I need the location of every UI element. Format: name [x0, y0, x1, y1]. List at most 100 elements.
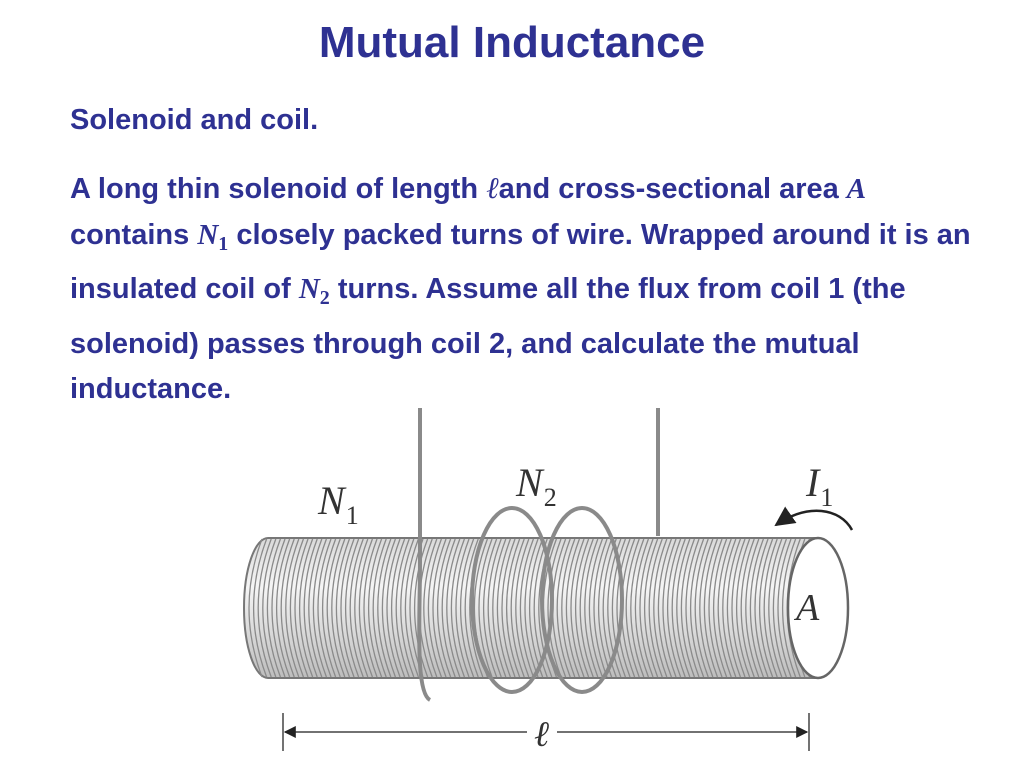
solenoid-turn [519, 538, 535, 678]
solenoid-turn [345, 538, 360, 678]
solenoid-turn [266, 538, 282, 678]
page-title: Mutual Inductance [318, 18, 706, 67]
solenoid-turn [510, 538, 525, 678]
n2-label-letter: N [515, 460, 545, 505]
solenoid-turn [713, 538, 728, 678]
n1-label-subscript: 1 [346, 501, 359, 530]
solenoid-turn [496, 538, 512, 678]
solenoid-turn [579, 538, 594, 678]
current-label-letter: I [805, 460, 821, 505]
solenoid-turn [303, 538, 318, 678]
length-symbol: ℓ [486, 171, 499, 206]
solenoid-turn [427, 538, 443, 678]
solenoid-turn [386, 538, 401, 678]
solenoid-turn [372, 538, 387, 678]
n2-symbol-letter: N [298, 273, 320, 305]
solenoid-turn [409, 538, 424, 678]
solenoid-turn [685, 538, 700, 678]
solenoid-turn [354, 538, 369, 678]
solenoid-turn [694, 538, 709, 678]
solenoid-turn [317, 538, 332, 678]
n1-symbol: N1 [197, 218, 228, 255]
solenoid-turn [322, 538, 337, 678]
text-part-3: contains [70, 218, 198, 251]
solenoid-turn [331, 538, 346, 678]
n2-symbol: N2 [298, 273, 330, 309]
solenoid-turn [598, 538, 613, 678]
solenoid-turn [588, 538, 604, 678]
coil-loop-2 [540, 506, 624, 694]
solenoid-turn [358, 538, 374, 678]
current-label-subscript: 1 [820, 483, 833, 512]
solenoid-turn [634, 538, 650, 678]
solenoid-turn [437, 538, 452, 678]
length-label: ℓ [534, 714, 549, 754]
solenoid-turn [377, 538, 392, 678]
solenoid-turn [248, 538, 263, 678]
solenoid-end-face [786, 536, 850, 680]
solenoid-turn [667, 538, 682, 678]
solenoid-turn [708, 538, 723, 678]
solenoid-turn [262, 538, 277, 678]
solenoid-turn [754, 538, 769, 678]
coil-loop-1 [470, 506, 554, 694]
solenoid-turn [294, 538, 309, 678]
solenoid-turn [736, 538, 751, 678]
solenoid-turn [616, 538, 631, 678]
solenoid-turn [506, 538, 521, 678]
solenoid-turn [722, 538, 737, 678]
solenoid-turn [446, 538, 461, 678]
solenoid-turn [381, 538, 397, 678]
text-part-2: and cross-sectional area [498, 173, 847, 205]
solenoid-turn [400, 538, 415, 678]
coil-2 [417, 408, 660, 702]
current-arrow [774, 506, 854, 531]
solenoid-turn [648, 538, 663, 678]
solenoid-turn [575, 538, 590, 678]
solenoid-turn [404, 538, 420, 678]
solenoid-turn [565, 538, 581, 678]
solenoid-turn [335, 538, 351, 678]
n2-label: N2 [515, 460, 557, 512]
solenoid-turn [326, 538, 341, 678]
solenoid-turn [450, 538, 466, 678]
solenoid-body [243, 537, 819, 679]
solenoid-turn [703, 538, 719, 678]
solenoid-turn [312, 538, 328, 678]
n1-label: N1 [317, 478, 359, 530]
solenoid-turn [680, 538, 696, 678]
solenoid-turn [630, 538, 645, 678]
solenoid-turn [432, 538, 447, 678]
solenoid [243, 536, 850, 680]
solenoid-turn [285, 538, 300, 678]
n1-label-letter: N [317, 478, 347, 523]
subtitle: Solenoid and coil. [70, 104, 319, 136]
solenoid-turn [487, 538, 502, 678]
solenoid-turn [611, 538, 627, 678]
solenoid-turn [363, 538, 378, 678]
solenoid-turn [289, 538, 305, 678]
solenoid-turn [768, 538, 783, 678]
solenoid-turn [570, 538, 585, 678]
solenoid-turn [257, 538, 272, 678]
solenoid-turn [280, 538, 295, 678]
n1-symbol-letter: N [197, 218, 219, 251]
solenoid-turn [460, 538, 475, 678]
solenoid-turn [782, 538, 797, 678]
solenoid-turn [662, 538, 677, 678]
solenoid-turn [276, 538, 291, 678]
solenoid-turn [524, 538, 539, 678]
solenoid-turn [777, 538, 792, 678]
solenoid-turn [726, 538, 742, 678]
solenoid-turn [515, 538, 530, 678]
solenoid-turn [464, 538, 479, 678]
solenoid-turn [644, 538, 659, 678]
solenoid-turn [763, 538, 778, 678]
solenoid-turn [391, 538, 406, 678]
text-part-4: closely packed turns of wire. Wrapped ar… [70, 218, 971, 306]
solenoid-turn [676, 538, 691, 678]
solenoid-turn [717, 538, 732, 678]
solenoid-turn [584, 538, 599, 678]
length-dimension [282, 713, 810, 751]
